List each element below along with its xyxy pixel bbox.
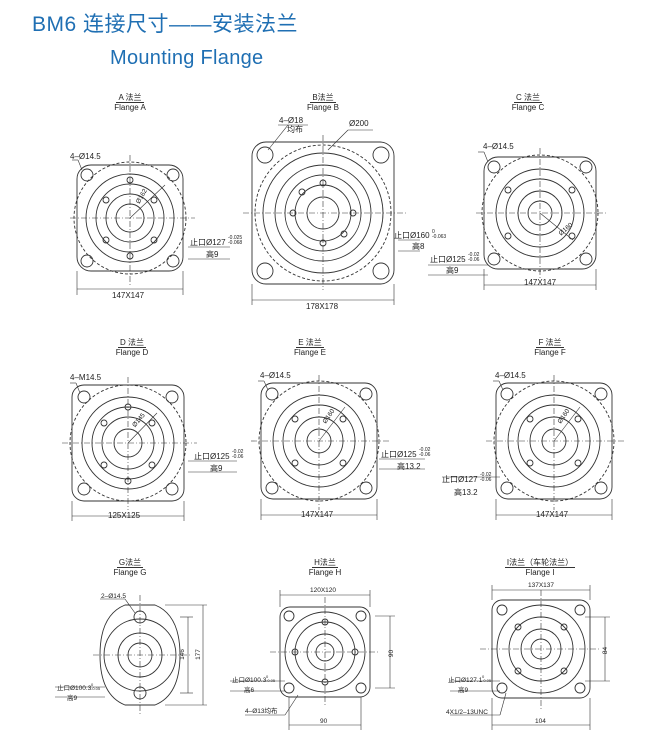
flange-g-dim1-label: 146 [178, 649, 186, 660]
flange-b-holes-note: 均布 [287, 125, 303, 134]
flange-i-height-label: 高9 [458, 687, 469, 694]
flange-b-size-label: 178X178 [306, 302, 339, 311]
flange-h-tol-bot: -0.05 [266, 678, 276, 683]
flange-d-caption-en: Flange D [115, 348, 149, 357]
flange-c-caption-cn: C 法兰 [514, 93, 542, 103]
flange-e-tol-top: -0.02 [419, 447, 431, 453]
flange-h-holes-label: 4–Ø13均布 [245, 708, 278, 715]
flange-d-size-label: 125X125 [108, 511, 141, 520]
flange-b-caption-cn: B法兰 [310, 93, 336, 103]
flange-h-caption-en: Flange H [308, 568, 342, 577]
flange-g-pilot-label: 止口Ø100.3 [57, 685, 92, 692]
flange-b-tol-top: 0 [432, 229, 435, 235]
flange-c-tol-bot: -0.06 [468, 257, 480, 263]
flange-i-tol-top: 0 [482, 674, 485, 679]
flange-g-height-label: 高9 [67, 695, 78, 702]
flange-g-caption-en: Flange G [113, 568, 147, 577]
flange-a-caption-en: Flange A [114, 103, 146, 112]
flange-c-size-label: 147X147 [524, 278, 557, 287]
flange-h-tol-top: 0 [266, 674, 269, 679]
flange-e-size-label: 147X147 [301, 510, 334, 519]
flange-d-drawing: D 法兰 Flange D 4–M14.5 Ø145 止口Ø12 [62, 335, 252, 535]
flange-c-holes-label: 4–Ø14.5 [483, 142, 514, 151]
flange-e-pilot-label: 止口Ø125 [381, 450, 417, 459]
flange-f-height-label: 高13.2 [454, 488, 478, 497]
flange-a-tol-bot: -0.068 [228, 240, 243, 246]
flange-f-drawing: F 法兰 Flange F 4–Ø14.5 Ø160 止口Ø127 -0. [440, 335, 659, 535]
flange-e-caption-en: Flange E [293, 348, 327, 357]
flange-a-holes-label: 4–Ø14.5 [70, 152, 101, 161]
flange-d-svg [62, 377, 237, 521]
page-title-english: Mounting Flange [110, 47, 264, 69]
flange-i-caption-cn: I法兰（车轮法兰） [504, 558, 576, 568]
flange-c-tol-top: -0.02 [468, 252, 480, 258]
flange-b-pilot-label: 止口Ø160 [394, 231, 430, 240]
flange-e-caption-cn: E 法兰 [296, 338, 324, 348]
flange-e-svg [251, 375, 425, 520]
flange-i-caption-en: Flange I [525, 568, 555, 577]
flange-b-svg [243, 124, 420, 305]
flange-c-drawing: C 法兰 Flange C 4–Ø14.5 Ø160 止口Ø125 -0. [428, 90, 659, 300]
flange-e-holes-label: 4–Ø14.5 [260, 371, 291, 380]
flange-c-svg [428, 148, 606, 290]
flange-i-pilot-label: 止口Ø127.1 [448, 677, 483, 684]
flange-g-drawing: G法兰 Flange G 2–Ø14.5 146 177 止口Ø100.3 0-… [55, 555, 215, 744]
flange-b-tol-bot: -0.063 [432, 234, 447, 240]
flange-c-caption-en: Flange C [511, 103, 545, 112]
flange-i-holes-label: 4X1/2–13UNC [446, 709, 488, 716]
flange-f-tol-bot: -0.06 [480, 477, 492, 483]
flange-d-tol-top: -0.02 [232, 449, 244, 455]
flange-a-size-label: 147X147 [112, 291, 145, 300]
flange-c-pilot-label: 止口Ø125 [430, 255, 466, 264]
flange-d-tol-bot: -0.06 [232, 454, 244, 460]
flange-b-height-label: 高8 [412, 242, 425, 251]
flange-a-svg [70, 155, 230, 295]
flange-f-size-label: 147X147 [536, 510, 569, 519]
flange-g-dim2-label: 177 [194, 649, 202, 660]
flange-e-drawing: E 法兰 Flange E 4–Ø14.5 Ø160 止口Ø125 -0. [251, 335, 445, 535]
flange-f-holes-label: 4–Ø14.5 [495, 371, 526, 380]
flange-e-tol-bot: -0.06 [419, 452, 431, 458]
flange-f-svg [442, 375, 625, 520]
flange-a-caption-cn: A 法兰 [116, 93, 144, 103]
flange-h-bottom-label: 90 [320, 718, 328, 725]
flange-a-tol-top: -0.025 [228, 235, 243, 241]
flange-b-caption-en: Flange B [306, 103, 340, 112]
flange-e-height-label: 高13.2 [397, 462, 421, 471]
flange-d-pilot-label: 止口Ø125 [194, 452, 230, 461]
flange-h-top-label: 120X120 [310, 587, 337, 594]
flange-c-height-label: 高9 [446, 266, 459, 275]
flange-i-top-label: 137X137 [528, 582, 555, 589]
flange-h-side-label: 90 [388, 649, 396, 658]
flange-g-holes-label: 2–Ø14.5 [101, 593, 126, 600]
flange-b-holes-label: 4–Ø18 [279, 116, 304, 125]
flange-a-height-label: 高9 [206, 250, 219, 259]
flange-a-pilot-label: 止口Ø127 [190, 238, 226, 247]
flange-h-height-label: 高6 [244, 687, 255, 694]
flange-h-pilot-label: 止口Ø100.3 [232, 677, 267, 684]
flange-g-tol-bot: -0.05 [91, 686, 101, 691]
flange-f-pilot-label: 止口Ø127 [442, 475, 478, 484]
flange-h-svg [230, 590, 395, 730]
flange-b-bolt-circle-label: Ø200 [349, 119, 369, 128]
flange-f-tol-top: -0.02 [480, 472, 492, 478]
flange-g-svg [55, 595, 207, 715]
flange-d-height-label: 高9 [210, 464, 223, 473]
flange-i-drawing: I法兰（车轮法兰） Flange I 137X137 [440, 555, 659, 744]
flange-i-svg [450, 585, 610, 730]
flange-d-holes-label: 4–M14.5 [70, 373, 102, 382]
flange-h-drawing: H法兰 Flange H 120X120 90 止 [230, 555, 420, 744]
flange-i-side-label: 84 [602, 646, 610, 655]
flange-g-tol-top: 0 [91, 682, 94, 687]
flange-a-drawing: A 法兰 Flange A 4–Ø14.5 Ø162 止口Ø12 [70, 90, 250, 310]
flange-b-drawing: B法兰 Flange B 4–Ø18 均布 Ø20 [243, 90, 448, 315]
flange-f-caption-en: Flange F [534, 348, 566, 357]
flange-h-caption-cn: H法兰 [312, 558, 338, 568]
flange-d-caption-cn: D 法兰 [118, 338, 146, 348]
flange-f-caption-cn: F 法兰 [536, 338, 564, 348]
page-title-chinese: BM6 连接尺寸——安装法兰 [32, 13, 299, 36]
flange-i-tol-bot: -0.05 [482, 678, 492, 683]
flange-g-caption-cn: G法兰 [116, 558, 144, 568]
flange-i-bottom-label: 104 [535, 718, 546, 725]
